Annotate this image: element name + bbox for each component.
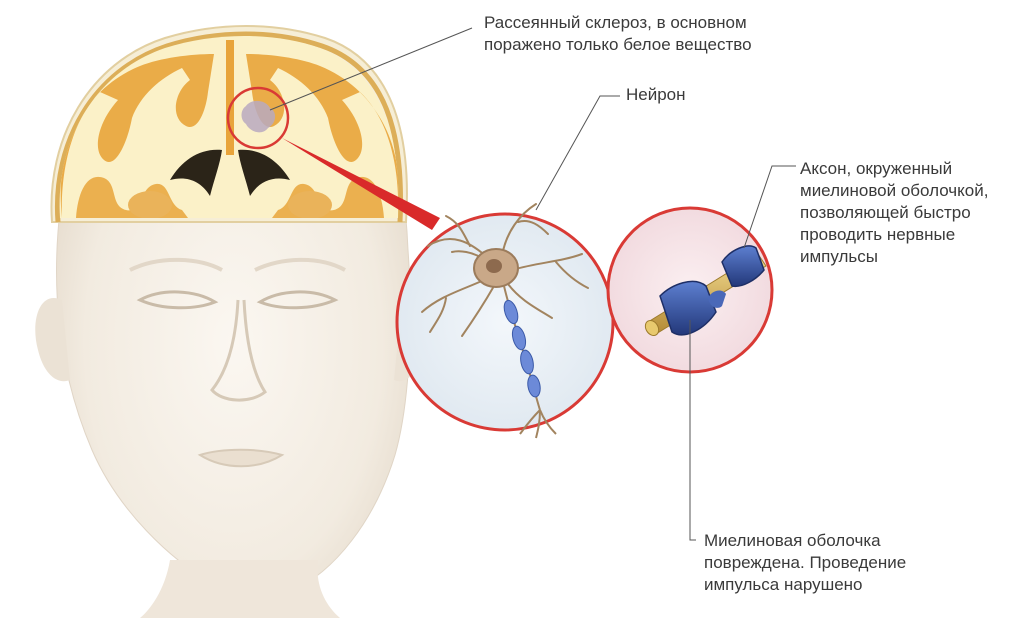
longitudinal-fissure xyxy=(226,40,234,155)
callout-neuron: Нейрон xyxy=(626,84,686,106)
callout-damaged-line-3: импульса нарушено xyxy=(704,574,906,596)
callout-ms-line-1: Рассеянный склероз, в основном xyxy=(484,12,752,34)
callout-multiple-sclerosis: Рассеянный склероз, в основном поражено … xyxy=(484,12,752,56)
callout-axon-line-2: миелиновой оболочкой, xyxy=(800,180,988,202)
callout-neuron-line-1: Нейрон xyxy=(626,84,686,106)
callout-damaged-myelin: Миелиновая оболочка повреждена. Проведен… xyxy=(704,530,906,596)
callout-axon-line-3: позволяющей быстро xyxy=(800,202,988,224)
callout-ms-line-2: поражено только белое вещество xyxy=(484,34,752,56)
callout-damaged-line-2: повреждена. Проведение xyxy=(704,552,906,574)
right-basal-ganglia xyxy=(288,191,332,219)
callout-axon-line-4: проводить нервные xyxy=(800,224,988,246)
neck xyxy=(140,560,340,618)
callout-axon-line-5: импульсы xyxy=(800,246,988,268)
neuron-nucleus xyxy=(486,259,502,273)
callout-damaged-line-1: Миелиновая оболочка xyxy=(704,530,906,552)
neuron-magnifier xyxy=(397,204,613,438)
callout-axon: Аксон, окруженный миелиновой оболочкой, … xyxy=(800,158,988,268)
leader-neuron xyxy=(536,96,620,210)
callout-axon-line-1: Аксон, окруженный xyxy=(800,158,988,180)
left-basal-ganglia xyxy=(128,191,172,219)
brain-cross-section xyxy=(51,26,406,225)
